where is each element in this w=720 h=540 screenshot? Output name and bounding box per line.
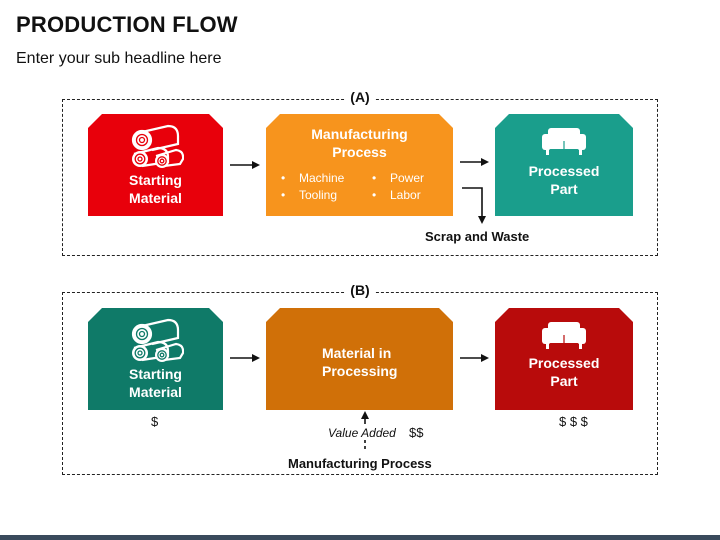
bullet-item: Labor	[390, 187, 421, 204]
a-process-line2: Process	[332, 144, 387, 160]
bullet-item: Machine	[299, 170, 344, 187]
b-process-line1: Material in	[322, 345, 392, 361]
b-material-processing-box: Material in Processing	[266, 308, 453, 410]
value-added-label: Value Added	[328, 426, 396, 440]
logs-icon	[128, 122, 184, 172]
sofa-icon	[542, 320, 586, 354]
b-processed-part-box: Processed Part	[495, 308, 633, 410]
a-starting-line2: Material	[129, 190, 182, 206]
sofa-icon	[542, 126, 586, 160]
section-a-label: (A)	[344, 89, 376, 105]
b-starting-line1: Starting	[129, 366, 182, 382]
page-title: PRODUCTION FLOW	[16, 12, 238, 37]
a-process-line1: Manufacturing	[311, 126, 408, 142]
b-process-line2: Processing	[322, 363, 398, 379]
a-starting-line1: Starting	[129, 172, 182, 188]
a-processed-line1: Processed	[528, 163, 600, 179]
b-processed-line2: Part	[550, 373, 578, 389]
scrap-waste-label: Scrap and Waste	[425, 229, 530, 244]
a-processed-line2: Part	[550, 181, 578, 197]
bullet-item: Tooling	[299, 187, 337, 204]
cost-end: $ $ $	[559, 414, 588, 429]
page-subtitle: Enter your sub headline here	[16, 50, 222, 67]
a-processed-part-box: Processed Part	[495, 114, 633, 216]
cost-mid: $$	[409, 425, 424, 440]
cost-start: $	[151, 414, 159, 429]
bottom-bar	[0, 535, 720, 540]
section-b-label: (B)	[344, 282, 376, 298]
b-starting-material-box: Starting Material	[88, 308, 223, 410]
a-manufacturing-process-box: Manufacturing Process Machine Tooling Po…	[266, 114, 453, 216]
a-starting-material-box: Starting Material	[88, 114, 223, 216]
arrow-waste	[462, 187, 486, 224]
b-processed-line1: Processed	[528, 355, 600, 371]
bullet-item: Power	[390, 170, 424, 187]
b-starting-line2: Material	[129, 384, 182, 400]
manufacturing-process-caption: Manufacturing Process	[288, 456, 432, 471]
logs-icon	[128, 316, 184, 366]
